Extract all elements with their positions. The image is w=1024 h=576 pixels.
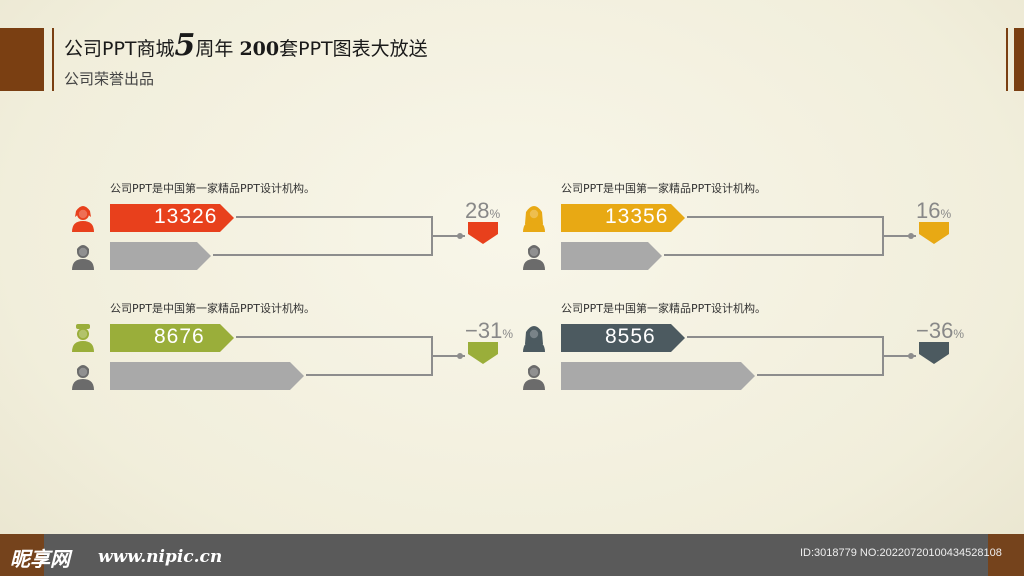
title-divider bbox=[52, 28, 54, 91]
value-label: 8676 bbox=[154, 325, 205, 348]
woman-icon bbox=[70, 202, 96, 232]
footer-logo: 昵享网 bbox=[10, 547, 70, 571]
connector-lines bbox=[236, 336, 465, 376]
connector-lines bbox=[664, 216, 916, 256]
percent-value: 28 bbox=[465, 198, 490, 223]
down-marker-icon bbox=[468, 222, 498, 248]
down-marker-icon bbox=[919, 222, 949, 248]
down-marker-icon bbox=[468, 342, 498, 368]
footer-site-url: www.nipic.cn bbox=[98, 547, 223, 567]
connector-lines bbox=[687, 336, 916, 376]
connector-lines bbox=[213, 216, 465, 256]
panel-description: 公司PPT是中国第一家精品PPT设计机构。 bbox=[561, 302, 766, 315]
footer-bar: 昵享网 www.nipic.cn ID:3018779 NO:202207201… bbox=[0, 534, 1024, 576]
page-title: 公司PPT商城5周年 200套PPT图表大放送 bbox=[64, 31, 428, 61]
man-icon bbox=[521, 360, 547, 390]
percent-change: −36% bbox=[916, 318, 964, 344]
comparison-panel: 公司PPT是中国第一家精品PPT设计机构。 13326 28% bbox=[70, 180, 540, 280]
comparison-panel: 公司PPT是中国第一家精品PPT设计机构。 13356 16% bbox=[521, 180, 991, 280]
footer-right-accent bbox=[988, 534, 1024, 576]
value-label: 13356 bbox=[605, 205, 669, 228]
value-label: 13326 bbox=[154, 205, 218, 228]
title-number: 200 bbox=[239, 38, 280, 60]
percent-change: 28% bbox=[465, 198, 500, 224]
footer-id-text: ID:3018779 NO:20220720100434528108 bbox=[800, 547, 1002, 559]
panel-description: 公司PPT是中国第一家精品PPT设计机构。 bbox=[110, 182, 315, 195]
man-icon bbox=[521, 240, 547, 270]
left-accent-block bbox=[0, 28, 44, 91]
percent-unit: % bbox=[953, 327, 964, 341]
woman-long-hair-icon bbox=[521, 202, 547, 232]
title-mid: 周年 bbox=[195, 38, 240, 60]
right-divider bbox=[1006, 28, 1008, 91]
footer-left-accent bbox=[0, 534, 44, 576]
man-icon bbox=[70, 240, 96, 270]
right-accent-block bbox=[1014, 28, 1024, 91]
panel-description: 公司PPT是中国第一家精品PPT设计机构。 bbox=[561, 182, 766, 195]
title-prefix: 公司PPT商城 bbox=[64, 38, 175, 60]
percent-unit: % bbox=[489, 207, 501, 221]
percent-value: −31 bbox=[465, 318, 503, 343]
page-subtitle: 公司荣誉出品 bbox=[64, 70, 155, 88]
title-big-number: 5 bbox=[174, 28, 196, 63]
percent-value: −36 bbox=[916, 318, 954, 343]
percent-unit: % bbox=[502, 327, 513, 341]
value-label: 8556 bbox=[605, 325, 656, 348]
percent-change: −31% bbox=[465, 318, 513, 344]
comparison-panel: 公司PPT是中国第一家精品PPT设计机构。 8556 −36% bbox=[521, 300, 991, 400]
comparison-panel: 公司PPT是中国第一家精品PPT设计机构。 8676 −31% bbox=[70, 300, 540, 400]
man-icon bbox=[70, 360, 96, 390]
percent-change: 16% bbox=[916, 198, 951, 224]
down-marker-icon bbox=[919, 342, 949, 368]
title-suffix: 套PPT图表大放送 bbox=[279, 38, 428, 60]
panel-description: 公司PPT是中国第一家精品PPT设计机构。 bbox=[110, 302, 315, 315]
percent-value: 16 bbox=[916, 198, 941, 223]
percent-unit: % bbox=[940, 207, 952, 221]
worker-icon bbox=[70, 322, 96, 352]
woman-long-hair-icon bbox=[521, 322, 547, 352]
